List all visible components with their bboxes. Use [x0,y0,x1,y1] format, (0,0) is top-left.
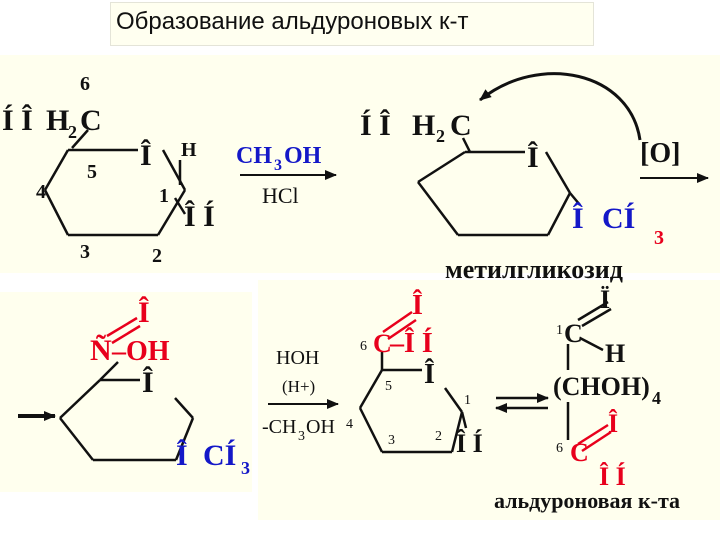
carbon-6-label: 6 [360,339,367,354]
methylglycoside-structure [417,137,581,237]
page-title: Образование альдуроновых к-т [116,8,469,35]
ring-oxygen: Î [140,139,152,172]
methylglycoside-name: метилгликозид [445,255,623,284]
ch2-c: C [450,109,472,142]
uronic-acid-ring-structure [358,352,468,454]
catalyst-hcl: HCl [262,183,299,208]
ch2-c: C [80,104,102,137]
ch2-h: H [412,109,435,142]
carbon-2-label: 2 [435,429,442,444]
eliminated-ch: -CH [262,416,296,438]
ring-oxygen: Î [527,141,539,174]
chohn-chain: (CHOH) [553,372,650,401]
carbonyl-oxygen: Î [138,296,150,329]
och3-oxygen: Î [176,439,188,472]
c6-hydroxyl: Î Í [599,462,626,491]
c6-carbonyl-double-bond [577,423,612,453]
eliminated-oh: OH [306,416,335,438]
c6-carbonyl-oxygen: Î [608,409,618,438]
och3-subscript: 3 [241,458,250,478]
ring-oxygen: Î [424,359,435,390]
reagent-ch3oh-ch: CH [236,143,272,169]
carbon-1-label: 1 [159,185,169,207]
title-box [110,2,594,46]
uronic-glycoside-structure [59,361,195,462]
panel-methylglycoside [356,55,720,273]
c6-oh: –Î Í [389,328,433,359]
anomeric-oh: Î Í [184,200,215,233]
anomeric-h: H [181,139,197,161]
carbonyl-double-bond [106,316,141,345]
oxidant-label: [O] [640,138,680,169]
ch2-prefix: Í Î [2,104,33,137]
ch2-subscript: 2 [436,126,445,146]
reagent-ch3oh-oh: OH [284,143,322,169]
aldehyde-h: H [605,339,625,368]
ch2-h: H [46,104,69,137]
open-chain-structure [566,300,612,440]
och3-oxygen: Î [572,202,584,235]
glucose-structure [43,129,187,237]
carbon-6-number: 6 [556,441,563,456]
ring-oxygen: Î [142,366,154,399]
carbon-2-label: 2 [152,245,162,267]
carbon-6-label: 6 [80,73,90,95]
carbon-3-label: 3 [80,241,90,263]
c6-carbon: C [373,329,392,358]
carbon-5-label: 5 [385,379,392,394]
carbon-4-label: 4 [346,417,353,432]
ch2-subscript: 2 [68,122,77,142]
hydrolysis-catalyst: (H+) [282,377,315,396]
och3-subscript: 3 [654,227,664,249]
hydrolysis-reagent: HOH [276,347,319,369]
c1-carbon: C [564,319,583,348]
carbon-1-number: 1 [556,323,563,338]
carbon-3-label: 3 [388,433,395,448]
carbon-1-label: 1 [464,393,471,408]
uronic-acid-name: альдуроновая к-та [494,488,680,513]
och3-carbon: CÍ [203,439,236,472]
chain-subscript: 4 [652,388,661,408]
eliminated-sub: 3 [298,429,305,444]
carbonyl-double-bond [382,310,417,341]
ch2-prefix: Í Î [360,109,391,142]
c6-carbon: C [570,438,589,467]
carboxyl-carbon: Ñ [90,334,112,367]
carboxyl-oh: –OH [111,336,170,367]
oxidation-curved-arrow [479,72,642,141]
carbon-4-label: 4 [36,181,46,203]
carbon-5-label: 5 [87,161,97,183]
aldehyde-oxygen: Ï [600,285,610,314]
reagent-ch3oh-sub: 3 [274,157,282,174]
carbonyl-oxygen: Î [412,290,423,321]
anomeric-oh: Î Í [456,429,483,458]
och3-carbon: CÍ [602,202,635,235]
